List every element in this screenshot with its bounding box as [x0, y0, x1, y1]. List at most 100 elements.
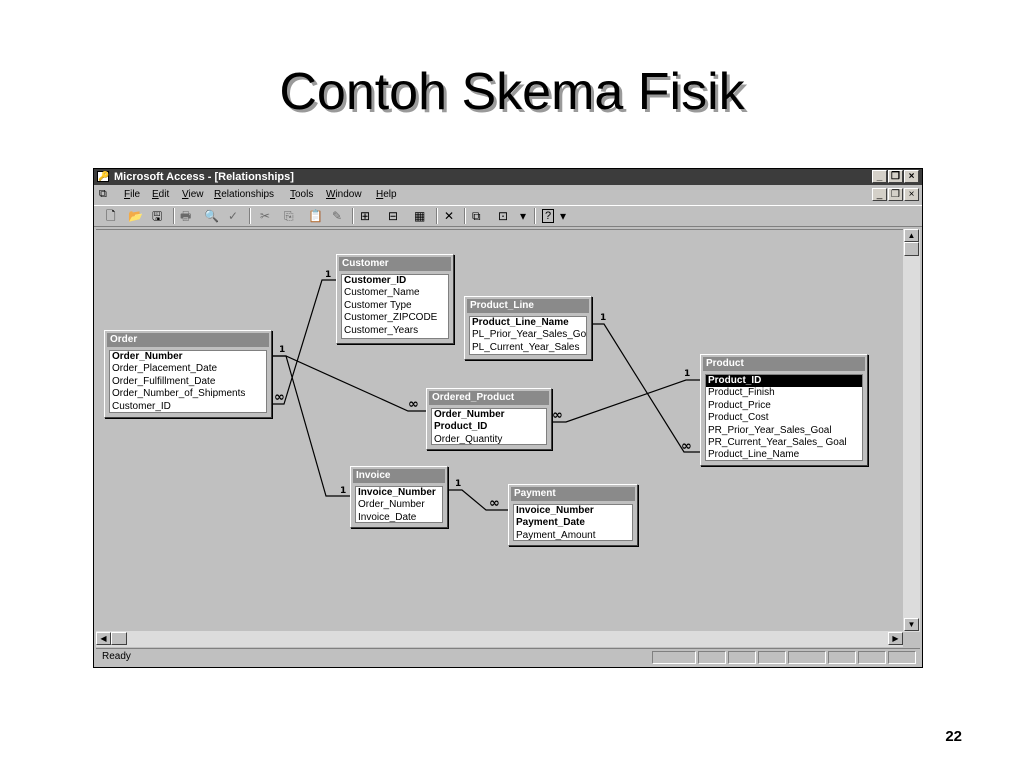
database-window-icon[interactable]: ⧉ [472, 209, 481, 223]
table-product-line[interactable]: Product_Line Product_Line_Name PL_Prior_… [464, 296, 592, 360]
field-item[interactable]: Product_Cost [708, 412, 769, 424]
page-number: 22 [945, 728, 962, 745]
field-item[interactable]: Product_Price [708, 399, 771, 411]
menu-relationships[interactable]: Relationships [214, 189, 275, 200]
field-list[interactable]: Product_ID Product_Finish Product_Price … [705, 374, 863, 461]
vertical-scroll-thumb[interactable] [904, 242, 919, 256]
field-list[interactable]: Customer_ID Customer_Name Customer Type … [341, 274, 449, 339]
doc-restore-button[interactable]: ❐ [888, 188, 903, 201]
status-panel [858, 651, 886, 664]
table-payment[interactable]: Payment Invoice_Number Payment_Date Paym… [508, 484, 638, 546]
access-window: 🔑 Microsoft Access - [Relationships] _❐×… [93, 168, 923, 668]
help-icon[interactable]: ? [542, 209, 555, 223]
menu-tools[interactable]: Tools [290, 189, 314, 200]
status-panel [788, 651, 826, 664]
print-icon[interactable]: 🖶 [180, 209, 192, 223]
table-order[interactable]: Order Order_Number Order_Placement_Date … [104, 330, 272, 418]
field-item[interactable]: Customer_ID [344, 275, 407, 286]
close-button[interactable]: × [904, 170, 919, 183]
rel-order-orderedproduct [272, 355, 426, 412]
table-invoice[interactable]: Invoice Invoice_Number Order_Number Invo… [350, 466, 448, 528]
menu-edit[interactable]: Edit [152, 189, 170, 200]
field-item[interactable]: Customer_Name [344, 287, 420, 299]
doc-minimize-button[interactable]: _ [872, 188, 887, 201]
spelling-icon[interactable]: ✓ [228, 209, 239, 223]
field-list[interactable]: Order_Number Product_ID Order_Quantity [431, 408, 547, 445]
print-preview-icon[interactable]: 🔍 [204, 209, 219, 223]
field-item[interactable]: Invoice_Number [358, 487, 436, 498]
field-item[interactable]: Payment_Date [516, 517, 585, 529]
menu-help[interactable]: Help [376, 189, 397, 200]
table-title[interactable]: Ordered_Product [429, 391, 549, 405]
table-product[interactable]: Product Product_ID Product_Finish Produc… [700, 354, 868, 466]
relationships-doc-icon[interactable]: ⧉ [99, 188, 107, 200]
field-item[interactable]: Invoice_Date [358, 511, 417, 523]
field-item[interactable]: Product_Line_Name [472, 317, 569, 328]
show-table-icon[interactable]: ⊞ [360, 209, 371, 223]
field-item[interactable]: Customer_ZIPCODE [344, 312, 438, 324]
show-all-icon[interactable]: ▦ [414, 209, 426, 223]
field-item[interactable]: Customer_ID [112, 400, 171, 412]
field-item[interactable]: Invoice_Number [516, 505, 594, 516]
delete-icon[interactable]: ✕ [444, 209, 455, 223]
menu-file[interactable]: File [124, 189, 141, 200]
table-title[interactable]: Order [107, 333, 269, 347]
new-object-icon[interactable]: ⊡ [498, 209, 509, 223]
new-object-dropdown-icon[interactable]: ▾ [520, 209, 527, 223]
horizontal-scrollbar[interactable]: ◀ ▶ [96, 631, 903, 647]
access-app-icon[interactable]: 🔑 [97, 171, 110, 182]
field-item[interactable]: Product_ID [434, 421, 488, 433]
field-item[interactable]: Product_Line_Name [708, 449, 800, 461]
horizontal-scroll-thumb[interactable] [111, 632, 127, 645]
scroll-right-arrow-icon[interactable]: ▶ [888, 632, 903, 645]
field-item[interactable]: Payment_Amount [516, 529, 596, 541]
field-list[interactable]: Invoice_Number Payment_Date Payment_Amou… [513, 504, 633, 541]
format-painter-icon[interactable]: ✎ [332, 209, 343, 223]
table-ordered-product[interactable]: Ordered_Product Order_Number Product_ID … [426, 388, 552, 450]
field-item[interactable]: PL_Current_Year_Sales [472, 341, 580, 353]
copy-icon[interactable]: ⎘ [284, 209, 294, 223]
restore-button[interactable]: ❐ [888, 170, 903, 183]
relationships-canvas[interactable]: 1 ∞ 1 ∞ 1 ∞ 1 1 ∞ 1 ∞ Customer Customer_… [96, 229, 903, 632]
table-customer[interactable]: Customer Customer_ID Customer_Name Custo… [336, 254, 454, 344]
minimize-button[interactable]: _ [872, 170, 887, 183]
table-title[interactable]: Payment [511, 487, 635, 501]
table-title[interactable]: Product_Line [467, 299, 589, 313]
field-item[interactable]: Order_Fulfillment_Date [112, 375, 216, 387]
field-item[interactable]: Customer_Years [344, 324, 419, 336]
toolbar: 🗋 📂 🖫 🖶 🔍 ✓ ✂ ⎘ 📋 ✎ ⊞ ⊟ ▦ ✕ ⧉ ⊡ ▾ ? ▾ [94, 205, 922, 227]
scroll-up-arrow-icon[interactable]: ▲ [904, 229, 919, 242]
table-title[interactable]: Product [703, 357, 865, 371]
new-icon[interactable]: 🗋 [106, 209, 116, 223]
vertical-scrollbar[interactable]: ▲ ▼ [903, 229, 920, 632]
field-item[interactable]: Order_Number [112, 351, 183, 362]
save-icon[interactable]: 🖫 [152, 209, 163, 223]
menu-window[interactable]: Window [326, 189, 362, 200]
scroll-down-arrow-icon[interactable]: ▼ [904, 618, 919, 631]
table-title[interactable]: Invoice [353, 469, 445, 483]
field-list[interactable]: Order_Number Order_Placement_Date Order_… [109, 350, 267, 413]
field-item[interactable]: Order_Number [358, 499, 425, 511]
field-item[interactable]: PR_Current_Year_Sales_ Goal [708, 436, 847, 448]
table-title[interactable]: Customer [339, 257, 451, 271]
field-item-selected[interactable]: Product_ID [706, 375, 862, 388]
field-item[interactable]: Order_Number [434, 409, 505, 420]
field-item[interactable]: PL_Prior_Year_Sales_Go [472, 329, 587, 341]
field-item[interactable]: PR_Prior_Year_Sales_Goal [708, 424, 832, 436]
field-list[interactable]: Product_Line_Name PL_Prior_Year_Sales_Go… [469, 316, 587, 355]
show-direct-icon[interactable]: ⊟ [388, 209, 399, 223]
scroll-left-arrow-icon[interactable]: ◀ [96, 632, 111, 645]
field-item[interactable]: Order_Placement_Date [112, 363, 218, 375]
help-dropdown-icon[interactable]: ▾ [560, 209, 567, 223]
status-panel [698, 651, 726, 664]
open-icon[interactable]: 📂 [128, 209, 143, 223]
field-item[interactable]: Order_Number_of_Shipments [112, 388, 246, 400]
field-list[interactable]: Invoice_Number Order_Number Invoice_Date [355, 486, 443, 523]
field-item[interactable]: Product_Finish [708, 387, 775, 399]
doc-close-button[interactable]: × [904, 188, 919, 201]
field-item[interactable]: Customer Type [344, 299, 412, 311]
paste-icon[interactable]: 📋 [308, 209, 323, 223]
field-item[interactable]: Order_Quantity [434, 433, 503, 445]
menu-view[interactable]: View [182, 189, 204, 200]
cut-icon[interactable]: ✂ [260, 209, 271, 223]
